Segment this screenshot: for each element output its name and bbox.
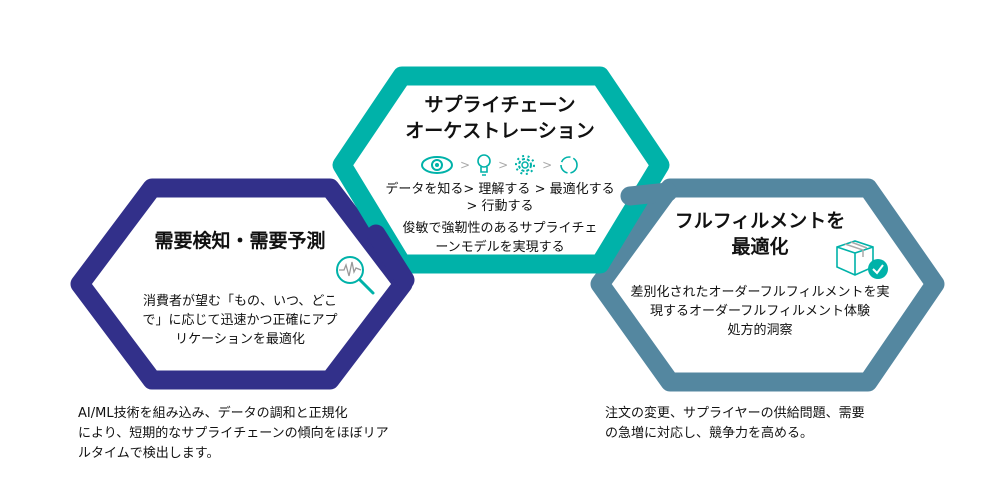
steps-line: > 行動する	[466, 199, 534, 214]
orchestration-title-line: オーケストレーション	[405, 120, 595, 142]
body-line: 消費者が望む「もの、いつ、どこ	[142, 294, 338, 309]
body-line: 俊敏で強靭性のあるサプライチェ	[402, 221, 598, 236]
demand-footnote: AI/ML技術を組み込み、データの調和と正規化 により、短期的なサプライチェーン…	[78, 404, 389, 464]
fulfillment-body: 差別化されたオーダーフルフィルメントを実 現するオーダーフルフィルメント体験 処…	[610, 283, 910, 340]
foot-line: ルタイムで検出します。	[78, 446, 220, 461]
demand-body: 消費者が望む「もの、いつ、どこ で」に応じて迅速かつ正確にアプ リケーションを最…	[125, 292, 355, 349]
arrow-icon: >	[460, 158, 471, 172]
body-line: 処方的洞察	[727, 323, 793, 338]
fulfillment-footnote: 注文の変更、サプライヤーの供給問題、需要 の急増に対応し、競争力を高める。	[605, 404, 865, 444]
title-line: 最適化	[731, 236, 789, 258]
orchestration-body: 俊敏で強靭性のあるサプライチェ ーンモデルを実現する	[380, 219, 620, 257]
orchestration-title-line: サプライチェーン	[424, 94, 576, 116]
body-line: リケーションを最適化	[175, 332, 305, 347]
foot-line: により、短期的なサプライチェーンの傾向をほぼリア	[78, 426, 389, 441]
foot-line: 注文の変更、サプライヤーの供給問題、需要	[605, 406, 865, 421]
orchestration-steps: データを知る> 理解する > 最適化する > 行動する	[360, 180, 640, 215]
magnifier-pulse-icon	[336, 256, 375, 295]
process-icons: > > >	[420, 153, 580, 177]
body-line: 現するオーダーフルフィルメント体験	[650, 304, 870, 319]
body-line: ーンモデルを実現する	[435, 240, 565, 255]
body-line: 差別化されたオーダーフルフィルメントを実	[630, 285, 890, 300]
steps-line: データを知る> 理解する > 最適化する	[385, 182, 615, 197]
eye-icon	[421, 156, 453, 174]
lightbulb-icon	[477, 154, 491, 176]
foot-line: AI/ML技術を組み込み、データの調和と正規化	[78, 406, 348, 421]
foot-line: の急増に対応し、競争力を高める。	[605, 426, 814, 441]
arrow-icon: >	[498, 158, 509, 172]
gear-icon	[515, 155, 536, 175]
body-line: で」に応じて迅速かつ正確にアプ	[142, 313, 338, 328]
orchestration-title: サプライチェーン オーケストレーション	[380, 92, 620, 144]
title-line: フルフィルメントを	[674, 210, 846, 232]
arrow-icon: >	[542, 158, 553, 172]
demand-title: 需要検知・需要予測	[154, 230, 326, 252]
fulfillment-overlap	[620, 182, 678, 206]
demand-overlap	[366, 224, 415, 290]
fulfillment-title: フルフィルメントを 最適化	[650, 208, 870, 260]
package-check-icon	[836, 240, 888, 279]
cycle-icon	[560, 156, 578, 174]
